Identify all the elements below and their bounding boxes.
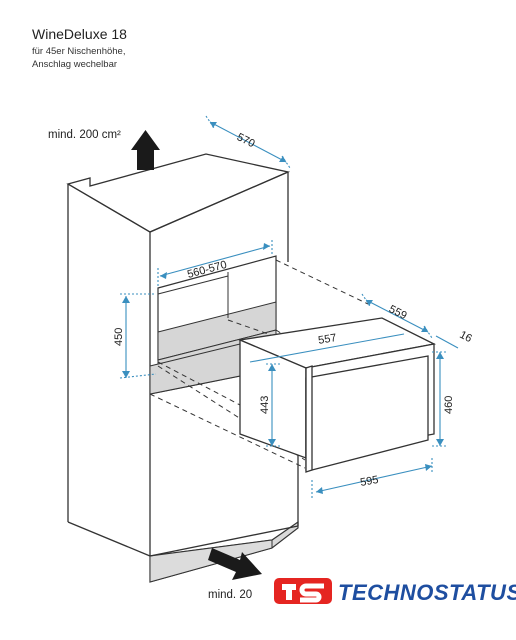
dimension-arrowheads xyxy=(122,122,444,494)
airflow-in-arrow-icon xyxy=(208,548,262,580)
ts-logo-mark-icon xyxy=(274,578,332,604)
product-subtitle-line2: Anschlag wechelbar xyxy=(32,59,118,70)
appliance-body xyxy=(237,317,437,473)
airflow-up-arrow-icon xyxy=(131,130,160,170)
dim-front-height: 460 xyxy=(443,396,455,414)
airflow-top-label: mind. 200 cm² xyxy=(48,129,121,141)
brand-name: TECHNOSTATUS xyxy=(338,580,516,605)
dimension-lines xyxy=(119,115,459,498)
technostatus-logo: TECHNOSTATUS xyxy=(274,578,516,605)
dim-niche-height: 450 xyxy=(113,328,125,346)
airflow-bottom-label: mind. 20 xyxy=(208,589,252,601)
product-subtitle-line1: für 45er Nischenhöhe, xyxy=(32,46,126,57)
dim-appliance-height: 443 xyxy=(259,396,271,414)
cabinet-outline xyxy=(66,153,299,557)
dim-appliance-width: 557 xyxy=(317,332,337,347)
dim-front-width: 595 xyxy=(359,474,379,489)
dim-cabinet-depth: 570 xyxy=(235,131,257,150)
dim-appliance-depth: 559 xyxy=(387,303,409,322)
product-title: WineDeluxe 18 xyxy=(32,26,127,42)
dim-door-thickness: 16 xyxy=(457,329,473,345)
